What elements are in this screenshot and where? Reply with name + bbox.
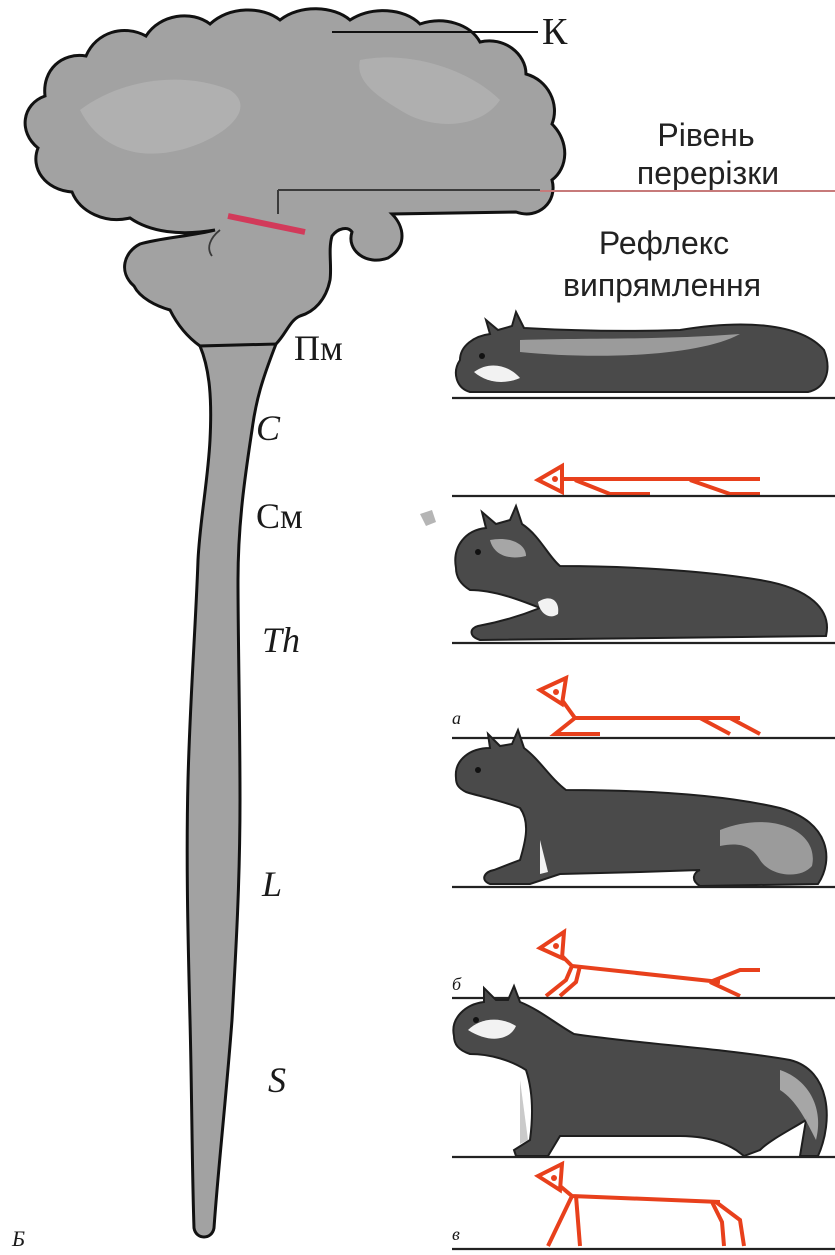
stick-figure-v: [538, 1164, 744, 1246]
reflex-title-line2: випрямлення: [563, 267, 761, 303]
stick-figure-b: [540, 932, 760, 996]
stray-mark: [420, 510, 436, 526]
stick-figure-lying: [538, 466, 760, 494]
stage-label-a: а: [452, 708, 461, 728]
cat-standing: [453, 986, 826, 1156]
reflex-title-line1: Рефлекс: [599, 225, 729, 261]
stage-label-v: в: [452, 1224, 460, 1244]
cat-lying: [456, 312, 828, 392]
cortex-label: К: [542, 11, 568, 53]
figure-letter: Б: [11, 1226, 25, 1251]
medulla-label: См: [256, 496, 303, 536]
transection-title-line1: Рівень: [657, 117, 754, 153]
stage-label-b: б: [452, 974, 462, 994]
lumbar-label: L: [261, 864, 282, 904]
spinal-cord: [187, 344, 276, 1237]
cat-front-raised: [456, 730, 827, 886]
cervical-label: С: [256, 408, 281, 448]
thoracic-label: Th: [262, 620, 300, 660]
transection-title-line2: перерізки: [637, 155, 779, 191]
midbrain-label: Пм: [294, 328, 343, 368]
cat-head-raised: [455, 506, 827, 640]
sacral-label: S: [268, 1060, 286, 1100]
cerebral-hemisphere: [25, 9, 565, 376]
stick-figure-a: [540, 678, 760, 734]
